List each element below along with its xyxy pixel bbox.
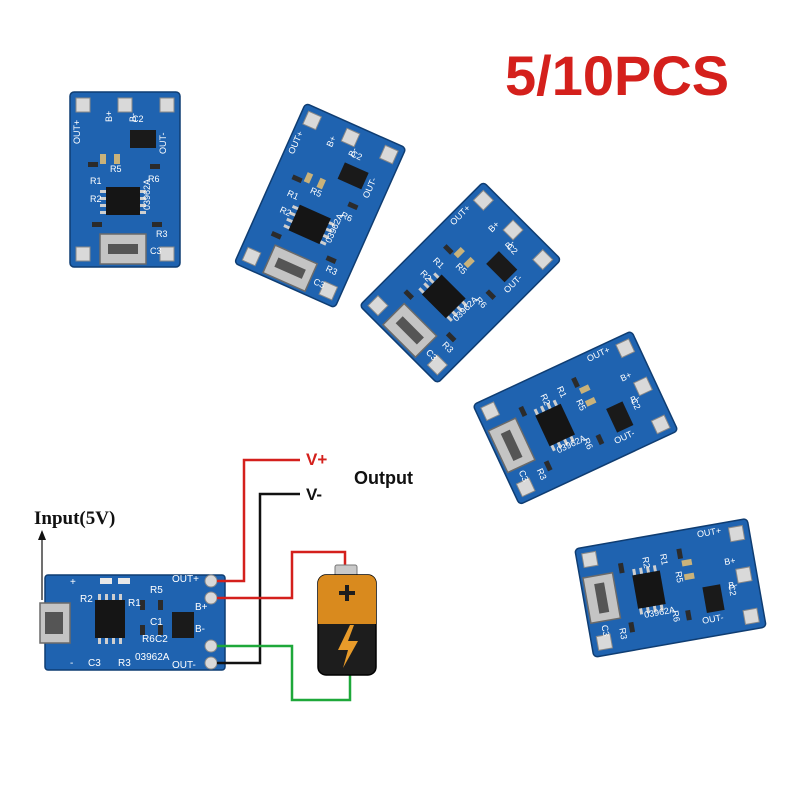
wire-bplus [217, 550, 347, 600]
diagram-out-minus: OUT- [172, 660, 196, 671]
diagram-c2: C2 [155, 634, 168, 645]
diagram-r1: R1 [128, 598, 141, 609]
vplus-label: V+ [306, 450, 328, 469]
diagram-r5: R5 [150, 585, 163, 596]
board-photo-3 [358, 181, 562, 385]
quantity-headline: 5/10PCS [505, 44, 730, 107]
board-photo-1 [69, 91, 181, 268]
board-photo-5 [574, 517, 767, 659]
diagram-r6: R6 [142, 634, 155, 645]
diagram-r2: R2 [80, 594, 93, 605]
wire-vplus [217, 458, 300, 583]
wire-bminus [217, 644, 352, 702]
board-photo-4 [472, 330, 679, 506]
diagram-out-plus: OUT+ [172, 574, 199, 585]
diagram-part-code: 03962A [135, 652, 170, 663]
wires [217, 458, 352, 702]
vminus-label: V- [306, 485, 323, 504]
diagram-c3: C3 [88, 658, 101, 669]
input-label: Input(5V) [34, 508, 116, 529]
battery-icon [317, 564, 377, 676]
board-photo-2 [233, 102, 407, 309]
input-arrow [38, 530, 46, 600]
wire-vminus [217, 492, 300, 665]
diagram-board: OUT+ B+ B- OUT- 03962A R2 R1 R5 R6 C1 C2… [39, 574, 226, 671]
diagram-plus: + [70, 577, 76, 588]
diagram-minus: - [70, 658, 73, 669]
output-label: Output [354, 468, 413, 488]
diagram-b-minus: B- [195, 624, 205, 635]
diagram-b-plus: B+ [195, 602, 208, 613]
diagram-r3: R3 [118, 658, 131, 669]
diagram-c1: C1 [150, 617, 163, 628]
